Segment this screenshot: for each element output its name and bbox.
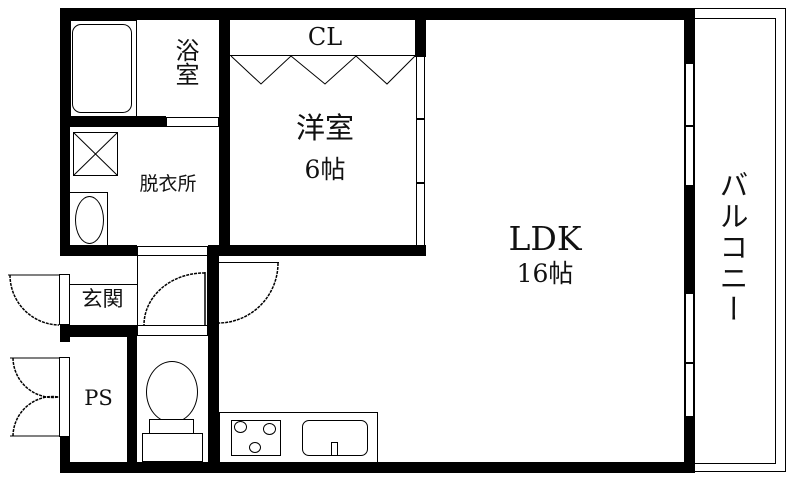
wall-closet-right (415, 8, 426, 57)
wall-bath-western (219, 8, 230, 255)
kitchen-sink[interactable] (302, 420, 368, 456)
window-ldk-4[interactable] (685, 363, 694, 417)
entrance-label: 玄関 (70, 287, 135, 311)
balcony-text: バルコニー (715, 170, 749, 325)
outer-wall-top (60, 8, 695, 20)
ldk-size: 16帖 (490, 259, 600, 289)
western-room-text: 洋室 (295, 111, 354, 145)
hall-door-sill (137, 325, 208, 336)
dressing-door-opening[interactable] (137, 246, 208, 256)
bathtub (70, 20, 137, 118)
window-ldk-3[interactable] (685, 293, 694, 363)
ps-door-jamb (59, 357, 70, 437)
washing-machine-cross-icon (73, 132, 118, 176)
stove-burner-2-icon[interactable] (263, 423, 276, 435)
ldk-label: LDK (490, 220, 600, 258)
dressing-room-text: 脱衣所 (139, 173, 197, 195)
window-western-2[interactable] (416, 119, 425, 183)
toilet-seat-base (149, 419, 194, 434)
toilet-bowl (146, 361, 198, 423)
closet-text: CL (307, 23, 343, 51)
wall-bath-bottom (70, 116, 166, 127)
western-room-size: 6帖 (270, 155, 380, 185)
stove-burner-3-icon[interactable] (249, 442, 261, 453)
wall-toilet-ldk (208, 256, 219, 470)
window-western-1[interactable] (416, 56, 425, 119)
ldk-door-swing-icon[interactable] (218, 262, 280, 324)
stove-burner-1-icon[interactable] (234, 421, 247, 433)
hall-door-frame (137, 256, 208, 336)
balcony-label: バルコニー (715, 170, 749, 325)
wall-ps-toilet (127, 325, 137, 470)
bath-door[interactable] (166, 117, 219, 127)
ldk-text: LDK (508, 219, 582, 258)
wall-dressing-bottom (60, 245, 137, 256)
ps-label: PS (70, 386, 127, 410)
dressing-room-label: 脱衣所 (118, 173, 218, 196)
toilet-tank (142, 433, 203, 462)
outer-wall-left-lower (60, 437, 70, 473)
sink-drain-icon (331, 442, 338, 456)
entrance-door-swing-icon[interactable] (8, 274, 60, 326)
window-ldk-1[interactable] (685, 63, 694, 126)
bathroom-label: 浴室 (158, 38, 199, 86)
outer-wall-bottom (60, 462, 695, 473)
toilet-door-swing-icon[interactable] (142, 272, 206, 326)
western-room-label: 洋室 (270, 111, 380, 145)
bathtub-basin (72, 24, 132, 113)
kitchen-counter (219, 412, 378, 463)
bathroom-text: 浴室 (171, 38, 199, 86)
closet-folding-doors-icon[interactable] (230, 55, 416, 86)
closet (230, 20, 416, 56)
kitchen-stove[interactable] (231, 420, 281, 456)
closet-label: CL (290, 23, 360, 52)
balcony-inner (694, 18, 776, 464)
ps-text: PS (84, 386, 113, 410)
entrance-text: 玄関 (81, 287, 124, 311)
window-western-3[interactable] (416, 183, 425, 246)
washing-machine-pan (73, 132, 118, 176)
ldk-size-text: 16帖 (516, 259, 574, 288)
wall-entrance-bottom (60, 325, 137, 337)
western-room-size-text: 6帖 (304, 155, 346, 184)
entrance-door-jamb (59, 274, 70, 325)
wall-western-bottom (208, 245, 426, 256)
outer-wall-left-upper (60, 8, 70, 255)
outer-wall-right (684, 8, 695, 473)
ldk-door-leaf (219, 262, 279, 263)
window-ldk-2[interactable] (685, 126, 694, 186)
entrance-step (70, 256, 137, 285)
wash-basin-bowl (75, 196, 104, 244)
ps-double-door-icon[interactable] (10, 357, 60, 437)
